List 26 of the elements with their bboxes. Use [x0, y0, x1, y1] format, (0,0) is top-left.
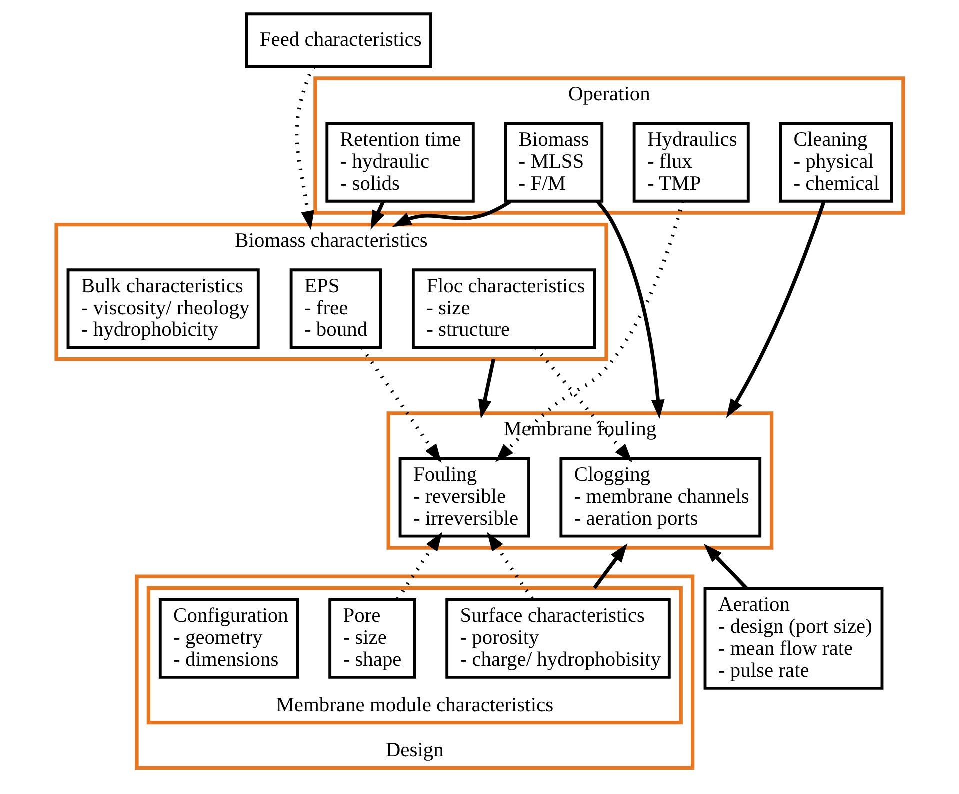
node-box: Fouling - reversible - irreversible — [398, 457, 530, 538]
arrow — [360, 346, 442, 464]
arrow — [392, 200, 512, 228]
node-box: Aeration - design (port size) - mean flow rate - pulse rate — [703, 588, 884, 690]
arrow — [592, 544, 628, 590]
node-box: Floc characteristics - size - structure — [411, 268, 596, 350]
node-box: Surface characteristics - porosity - charge/ hydrophobisity — [445, 598, 670, 679]
node-box: Configuration - geometry - dimensions — [158, 598, 299, 679]
node-box: EPS - free - bound — [289, 268, 382, 350]
arrow — [396, 532, 442, 601]
node-box: Bulk characteristics - viscosity/ rheology - hydrophobicity — [66, 268, 260, 350]
node-box: Cleaning - physical - chemical — [778, 122, 893, 203]
node-box: Hydraulics - flux - TMP — [632, 122, 750, 203]
node-box: Retention time - hydraulic - solids — [325, 122, 474, 203]
arrow — [494, 201, 684, 462]
arrow — [726, 200, 826, 418]
arrow — [486, 532, 534, 601]
node-box: Biomass - MLSS - F/M — [504, 122, 604, 203]
arrow — [534, 346, 632, 463]
arrow — [478, 358, 495, 419]
node-box: Feed characteristics — [244, 12, 432, 68]
arrow — [703, 544, 748, 590]
arrow — [294, 66, 316, 230]
node-box: Clogging - membrane channels - aeration ports — [559, 457, 762, 538]
node-box: Pore - size - shape — [328, 598, 416, 679]
arrow — [370, 200, 385, 230]
